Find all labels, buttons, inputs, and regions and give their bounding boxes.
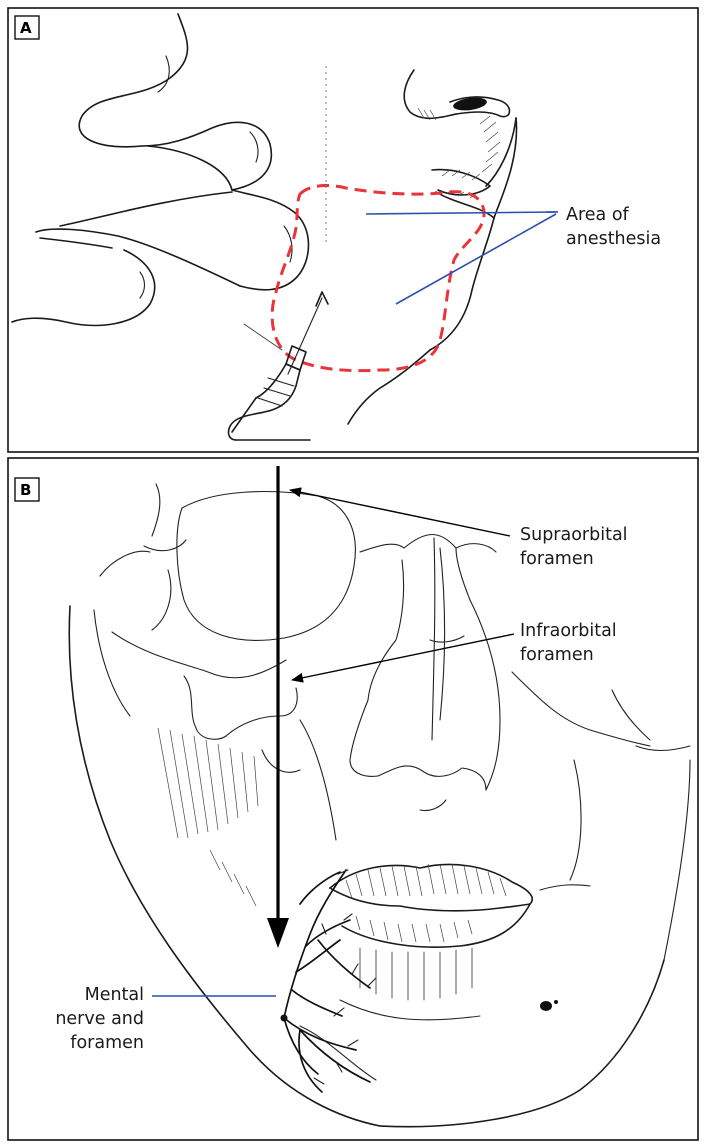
label-infraorbital-line1: Infraorbital <box>520 621 617 641</box>
panel-b: B <box>7 457 699 1141</box>
panel-a-letter-box <box>14 15 40 40</box>
label-supraorbital-line2: foramen <box>520 549 594 569</box>
leader-area-upper <box>365 211 557 215</box>
label-infraorbital-line2: foramen <box>520 645 594 665</box>
label-area-of-anesthesia-line1: Area of <box>566 205 630 225</box>
label-area-of-anesthesia-line2: anesthesia <box>566 229 661 249</box>
label-mental-line3: foramen <box>70 1033 144 1053</box>
label-supraorbital-line1: Supraorbital <box>520 525 628 545</box>
leader-area-lower <box>395 213 557 305</box>
pointer-infraorbital <box>291 633 515 683</box>
panel-b-letter-box <box>14 477 40 502</box>
foramina-alignment-arrowhead <box>267 918 289 948</box>
face-profile-drawing <box>347 69 518 425</box>
mental-nerve-drawing <box>280 869 377 1093</box>
pointer-supraorbital <box>289 487 511 537</box>
skull-face-drawing <box>68 483 691 1128</box>
anesthesia-area-outline <box>270 184 486 373</box>
fingers-drawing <box>11 13 310 327</box>
panel-a-frame <box>7 7 699 453</box>
panel-b-letter: B <box>20 481 31 499</box>
label-mental-line1: Mental <box>85 985 144 1005</box>
panel-a: A <box>7 7 699 453</box>
label-mental-line2: nerve and <box>55 1009 144 1029</box>
panel-a-letter: A <box>20 19 32 37</box>
syringe-drawing <box>227 291 329 441</box>
